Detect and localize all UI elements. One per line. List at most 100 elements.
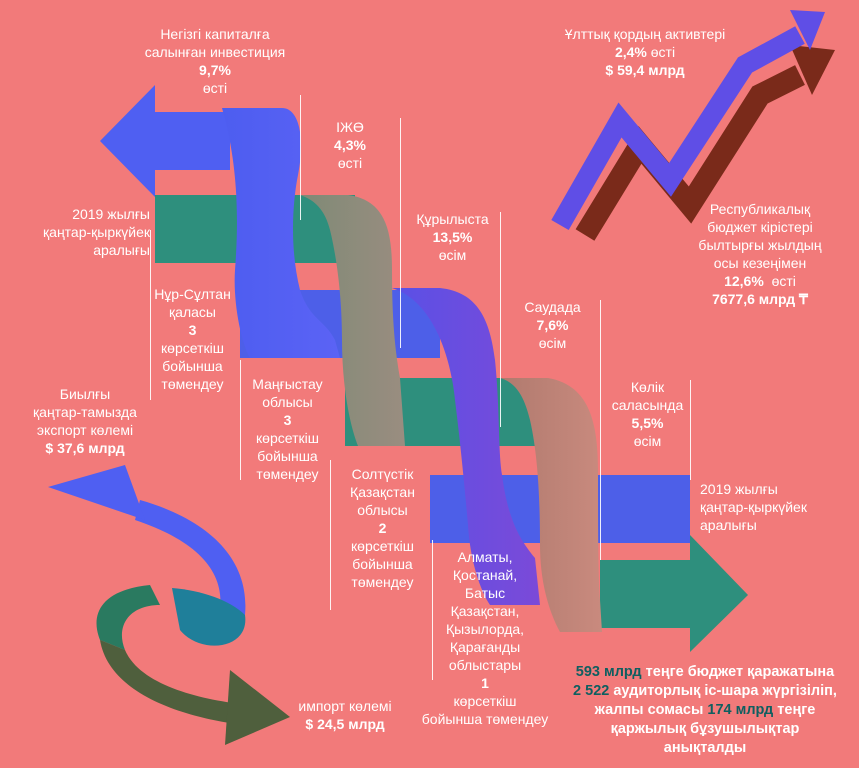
text-line: Республикалық [709,201,811,217]
text-line: аралығы [700,517,757,533]
text-line: аралығы [93,242,150,258]
divider-line [690,380,691,480]
text-line: өсім [438,247,467,263]
text-line: Алматы, [457,549,513,565]
zigzag-brown [575,65,805,241]
left-arrow [100,85,230,197]
text-line: облыстары [448,657,522,673]
import-curve-arrow [100,640,250,725]
zigzag-purple-head [790,10,825,50]
text-line: Көлік [630,379,665,395]
export-amount: $ 37,6 млрд [45,440,125,456]
text-line: 2019 жылғы [72,206,150,222]
text-line: Қарағанды [449,639,521,655]
divider-line [432,540,433,680]
text-line: Ұлттық қордың активтері [564,26,726,42]
text-line: ІЖӨ [336,119,364,135]
text-line: бойынша төмендеу [421,711,549,727]
text-line: экспорт көлемі [36,422,134,438]
almaty-group-value: 1 [481,675,489,691]
text-line: теңге [773,702,816,718]
audit-violations-amount: 174 млрд [707,702,774,718]
national-fund-label: Ұлттық қордың активтері 2,4% өсті $ 59,4… [540,25,750,79]
text-line: өсті [650,44,676,60]
text-line: өсті [202,80,228,96]
national-fund-amount: $ 59,4 млрд [605,62,685,78]
text-line: облысы [262,394,313,410]
investment-label: Негізгі капиталға салынған инвестиция 9,… [130,25,300,97]
export-arrow-head [48,465,145,520]
zigzag-brown-head [790,45,835,95]
ribbon-blue [222,108,340,358]
zigzag-purple [551,26,805,230]
cycle-green-part [96,585,160,650]
nursultan-value: 3 [188,322,197,338]
ribbon-taupe [300,195,405,446]
text-line: өсті [771,273,796,289]
budget-value: 12,6% [724,273,764,289]
ribbon-pink [500,378,602,632]
text-line: көрсеткіш [256,430,319,446]
divider-line [240,360,241,480]
text-line: осы кезеңімен [713,255,807,271]
investment-value: 9,7% [199,62,231,78]
text-line: төмендеу [256,466,319,482]
cycle-teal-part [172,588,246,646]
text-line: өсті [337,155,363,171]
right-arrow [600,535,748,652]
divider-line [300,95,301,220]
divider-line [150,230,151,400]
trade-value: 7,6% [536,317,569,333]
text-line: қаңтар-қыркүйек [700,499,807,515]
construction-label: Құрылыста 13,5% өсім [405,210,500,264]
text-line: импорт көлемі [298,698,392,714]
transport-label: Көлік саласында 5,5% өсім [605,378,690,450]
export-label: Биылғы қаңтар-тамызда экспорт көлемі $ 3… [10,385,160,457]
audit-amount-budget: 593 млрд [575,664,642,680]
national-fund-value: 2,4% [614,44,647,60]
import-label: импорт көлемі $ 24,5 млрд [285,697,405,733]
ribbon-purple [392,288,540,605]
divider-line [500,212,501,427]
text-line: жалпы сомасы [594,702,708,718]
text-line: өсім [633,433,662,449]
gdp-label: ІЖӨ 4,3% өсті [310,118,390,172]
text-line: Қазақстан, [450,603,520,619]
text-line: қаңтар-қыркүйек [43,224,150,240]
text-line: салынған инвестиция [144,44,286,60]
text-line: бюджет кірістері [707,219,813,235]
divider-line [400,118,401,348]
text-line: Құрылыста [416,211,489,227]
period-right-label: 2019 жылғы қаңтар-қыркүйек аралығы [700,480,840,534]
text-line: Солтүстік [351,466,414,482]
text-line: саласында [611,397,684,413]
text-line: бойынша [162,358,223,374]
text-line: қаласы [169,304,216,320]
import-arrow-head [225,670,290,745]
mangystau-value: 3 [283,412,292,428]
text-line: Қызылорда, [445,621,525,637]
nursultan-label: Нұр-Сұлтан қаласы 3 көрсеткіш бойынша тө… [145,285,240,393]
audit-summary: 593 млрд теңге бюджет қаражатына 2 522 а… [555,663,855,758]
text-line: бойынша [257,448,318,464]
text-line: аудиторлық іс-шара жүргізіліп, [609,683,837,699]
text-line: Нұр-Сұлтан [154,286,231,302]
text-line: Саудада [524,299,581,315]
text-line: Қазақстан [350,484,415,500]
north-kz-value: 2 [378,520,387,536]
text-line: Маңғыстау [252,376,323,392]
text-line: Биылғы [59,386,111,402]
text-line: анықталды [663,740,747,756]
gdp-value: 4,3% [334,137,366,153]
divider-line [600,300,601,560]
text-line: төмендеу [351,574,414,590]
period-left-label: 2019 жылғы қаңтар-қыркүйек аралығы [20,205,150,259]
text-line: қаңтар-тамызда [33,404,137,420]
divider-line [330,460,331,610]
text-line: облысы [357,502,408,518]
text-line: көрсеткіш [351,538,414,554]
mangystau-label: Маңғыстау облысы 3 көрсеткіш бойынша төм… [240,375,335,483]
construction-value: 13,5% [432,229,473,245]
